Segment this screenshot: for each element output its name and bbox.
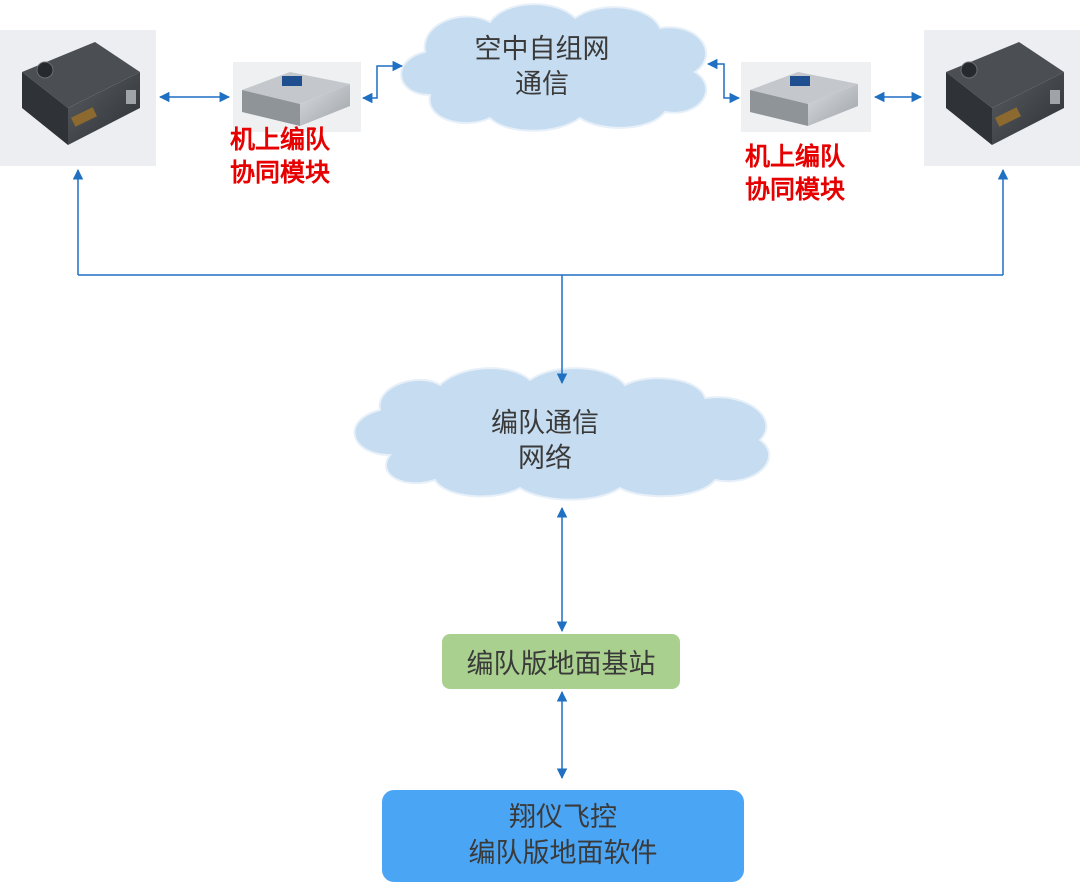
left-module-image xyxy=(233,62,361,132)
connector-cloud-right-module xyxy=(706,58,741,104)
module-left-label: 机上编队 协同模块 xyxy=(229,125,330,187)
cloud-formation-network xyxy=(353,367,771,501)
module-right-label: 机上编队 协同模块 xyxy=(744,142,845,204)
ground-station-box: 编队版地面基站 xyxy=(442,634,680,689)
connector-left-module-cloud xyxy=(361,60,404,104)
cloud-air-network-label: 空中自组网 通信 xyxy=(474,34,610,100)
cloud-air-network xyxy=(400,3,708,132)
ground-software-box: 翔仪飞控 编队版地面软件 xyxy=(382,790,744,882)
cloud-formation-network-label: 编队通信 网络 xyxy=(491,408,599,474)
right-flight-controller-image xyxy=(924,30,1080,166)
right-module-image xyxy=(741,62,871,132)
left-flight-controller-image xyxy=(0,30,156,166)
